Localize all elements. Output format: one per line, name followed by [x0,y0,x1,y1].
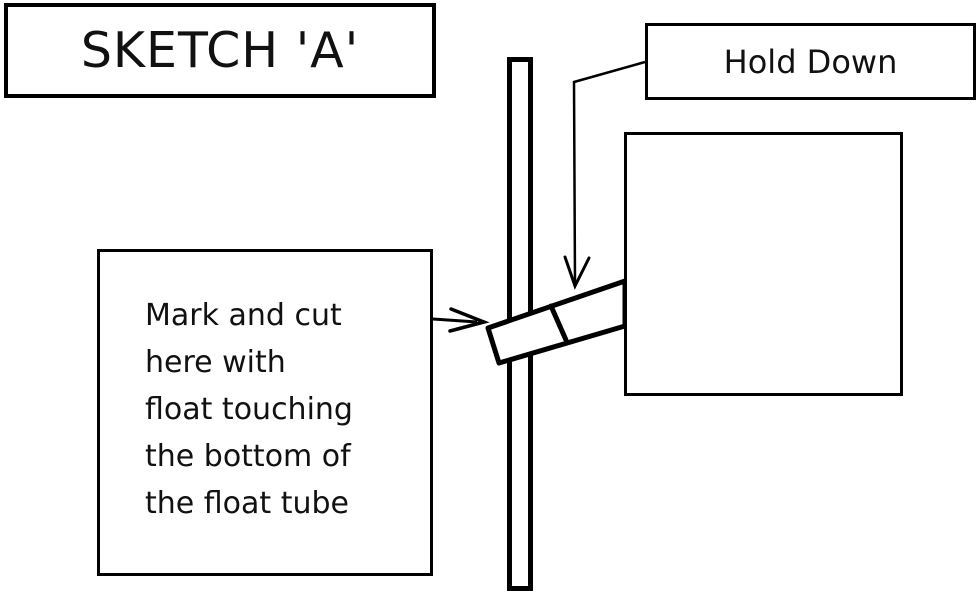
down-arrowhead-icon [563,255,591,290]
hold-down-label-box: Hold Down [645,23,976,100]
instruction-box: Mark and cut here with float touching th… [97,249,433,576]
hold-down-label: Hold Down [723,42,898,81]
instruction-line-1: Mark and cut [145,298,342,333]
component-box [624,132,903,396]
instruction-line-5: the float tube [145,486,349,521]
hold-down-leader-arrow [563,60,646,290]
cut-location-arrow [432,307,490,333]
leader-line [572,60,646,284]
sketch-title-label: SKETCH 'A' [80,22,360,79]
right-arrowhead-icon [448,307,490,333]
instruction-line-3: float touching [145,392,353,427]
hold-down-part-divider [548,303,569,343]
instruction-line-2: here with [145,345,286,380]
instruction-line-4: the bottom of [145,439,351,474]
cut-arrow-shaft [432,317,478,324]
sketch-title-box: SKETCH 'A' [4,3,436,98]
